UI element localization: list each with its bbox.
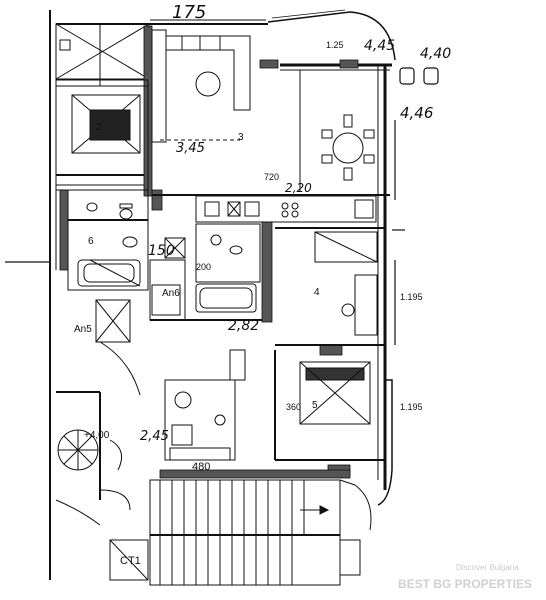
lift-corridor (55, 284, 181, 526)
room-label-5: 5 (312, 400, 318, 411)
balcony-wall-dim: 1.25 (326, 40, 344, 50)
watermark: Discover Bulgaria BEST BG PROPERTIES (398, 563, 532, 591)
staircase (109, 479, 372, 586)
room-5 (274, 350, 385, 461)
stair-label: 2,45 (140, 429, 169, 444)
room-label-3: 3 (238, 132, 244, 143)
room-label-2: 2 (96, 122, 102, 133)
balcony-height: 4,45 (364, 38, 395, 54)
lift-code: CT1 (120, 555, 141, 567)
wall-length: 360 (286, 402, 301, 412)
vertical-dim: 3,45 (176, 141, 205, 156)
kitchen-width: 720 (264, 172, 279, 182)
bedroom-left (55, 79, 149, 191)
kitchen-hand-label: 2,20 (285, 181, 312, 195)
room-label-an6: An6 (162, 288, 180, 299)
room-label-an5: An5 (74, 324, 92, 335)
stair-treads (159, 480, 305, 585)
stair-dim: 480 (192, 461, 210, 473)
living-room (151, 29, 390, 196)
lower-wc (164, 349, 246, 461)
right-note: 4,46 (400, 104, 433, 122)
top-dimension: 175 (172, 2, 206, 23)
top-left-closets (55, 23, 150, 80)
balcony-height-alt: 4,40 (420, 46, 451, 62)
text-labels: 175 4,45 4,40 4,46 720 2,20 2 3 6 4 5 An… (74, 2, 451, 567)
room-4 (275, 227, 385, 346)
room-label-4: 4 (314, 287, 320, 298)
watermark-line2: BEST BG PROPERTIES (398, 577, 532, 591)
apt-height: +4,00 (84, 430, 110, 441)
kitchen-counter (195, 195, 377, 223)
right-wall-dim: 1.195 (400, 292, 423, 302)
watermark-line1: Discover Bulgaria (456, 563, 519, 572)
bathroom-left (67, 189, 149, 291)
window-marks (5, 67, 439, 345)
wc-dim: 2,82 (228, 318, 259, 334)
closet-dim: 200 (196, 262, 211, 272)
room-label-6: 6 (88, 236, 94, 247)
bath-left-dim: 150 (148, 243, 175, 259)
right-wall-dim-2: 1.195 (400, 402, 423, 412)
center-bath (149, 223, 262, 321)
